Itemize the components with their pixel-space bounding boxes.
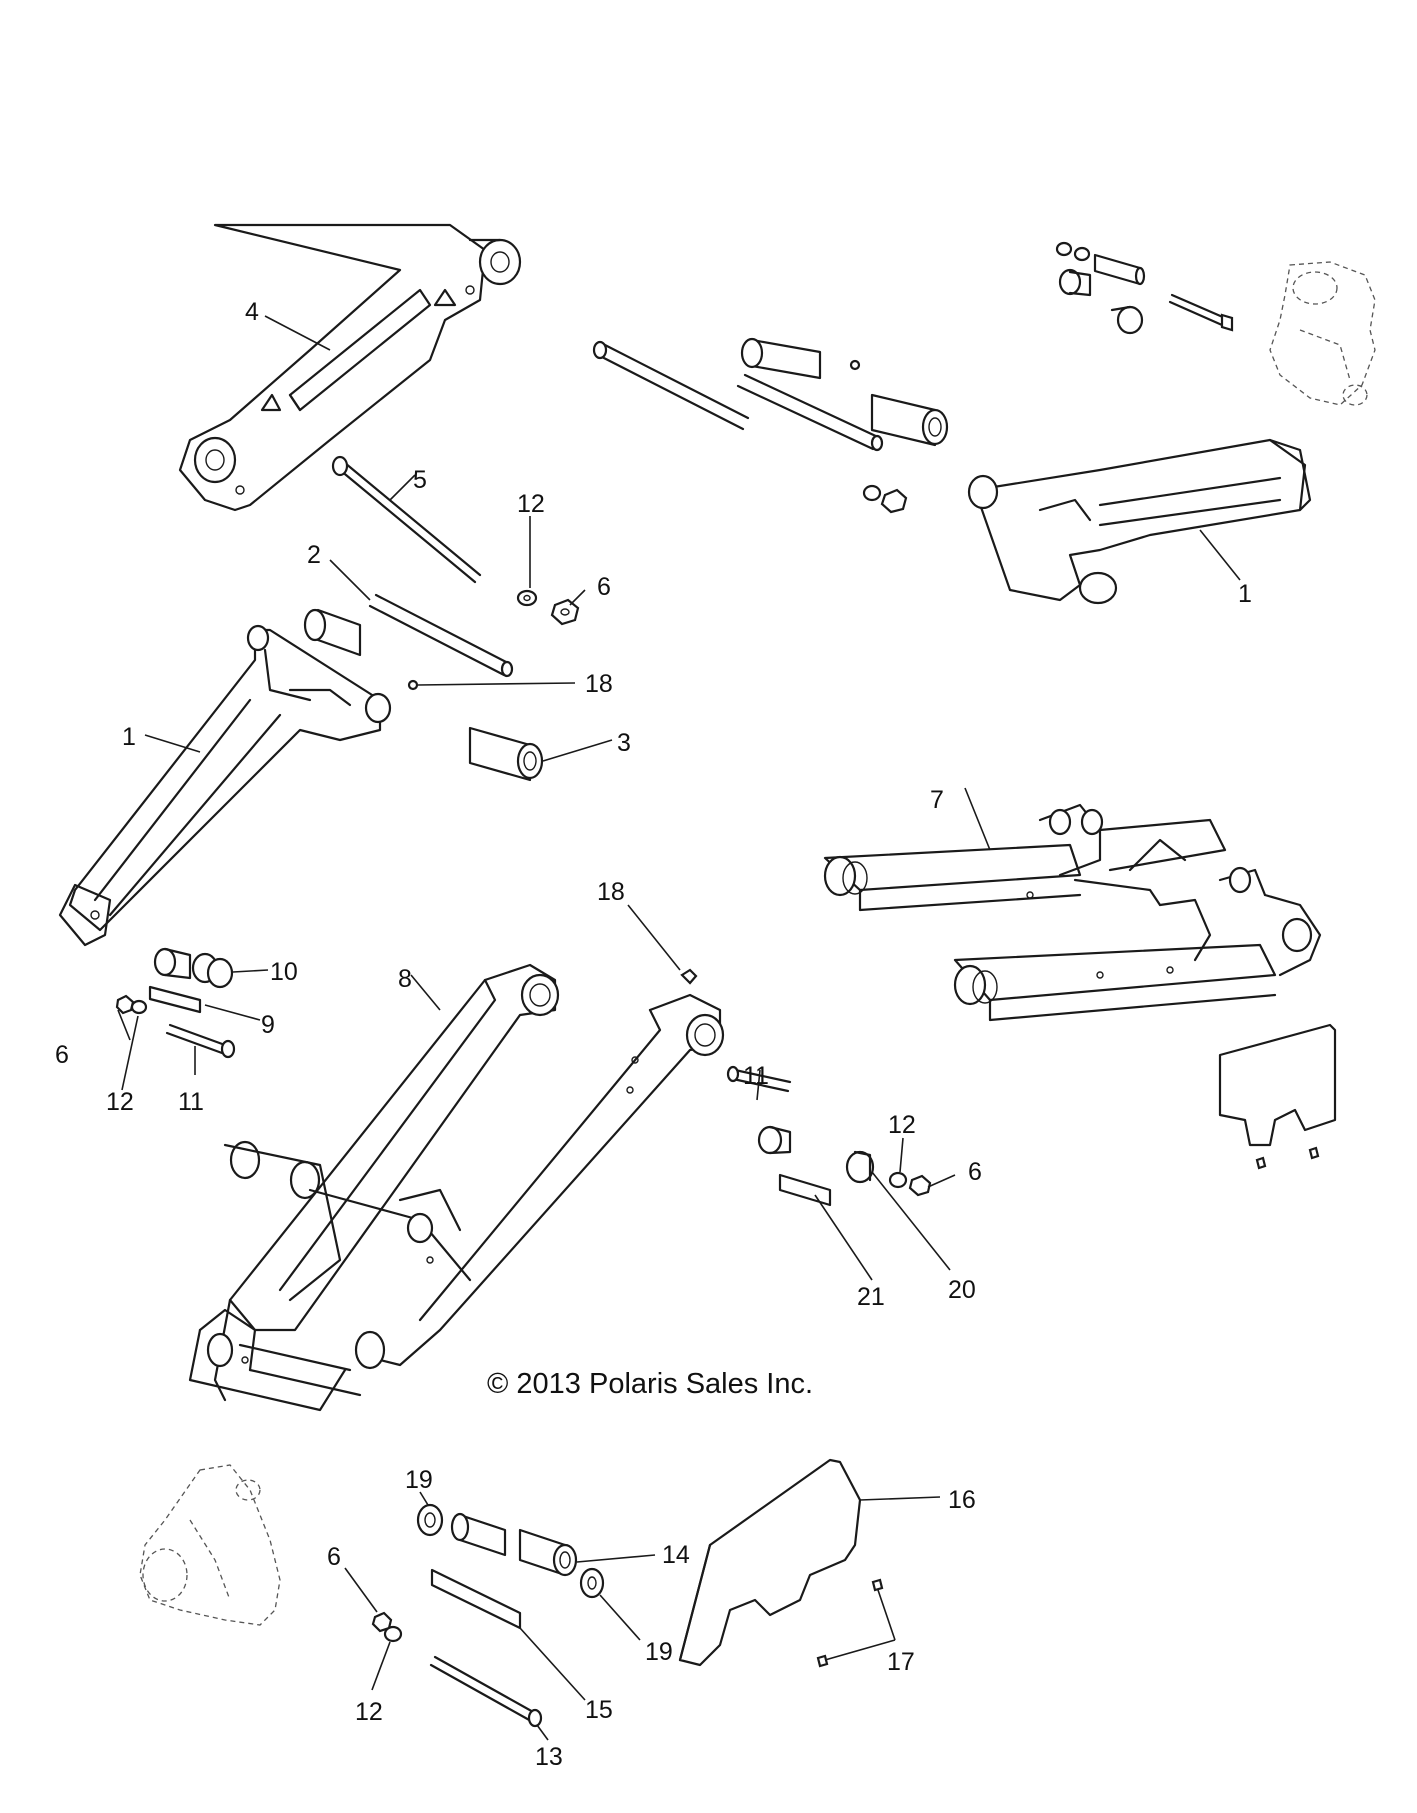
bushing-flanged-right	[757, 1125, 792, 1155]
part-12-washer-bottom	[383, 1625, 403, 1643]
part-15-pin	[430, 1568, 522, 1630]
callout-19a: 19	[405, 1466, 433, 1494]
copyright-text: © 2013 Polaris Sales Inc.	[487, 1368, 813, 1400]
part-20-bushing	[845, 1150, 875, 1184]
callout-12d: 12	[355, 1698, 383, 1726]
callout-4: 4	[245, 298, 259, 326]
knuckle-bottom-left	[139, 1464, 281, 1626]
bushing-bottom-a	[450, 1512, 507, 1557]
knuckle-top-right	[1269, 261, 1376, 406]
callout-6d: 6	[327, 1543, 341, 1571]
part-4-bracket-plate	[178, 223, 522, 512]
part-6-nut-right	[908, 1174, 932, 1197]
part-14-bushing	[518, 1528, 578, 1577]
part-13-bolt	[429, 1655, 543, 1728]
callout-20: 20	[948, 1276, 976, 1304]
bushing-flanged-left	[153, 947, 192, 980]
grease-fitting-18-top	[407, 679, 419, 691]
part-5-bolt	[331, 455, 482, 584]
part-12-washer-left	[130, 999, 148, 1015]
part-1-arm-left	[58, 624, 392, 947]
grease-fitting-18-mid	[680, 968, 698, 985]
washer-12-top	[516, 589, 538, 607]
callout-5: 5	[413, 466, 427, 494]
callout-6b: 6	[55, 1041, 69, 1069]
callout-16: 16	[948, 1486, 976, 1514]
callout-9: 9	[261, 1011, 275, 1039]
callout-12a: 12	[517, 490, 545, 518]
callout-19b: 19	[645, 1638, 673, 1666]
part-2-shaft	[368, 593, 514, 678]
part-7-swing-arm	[823, 803, 1322, 1022]
callout-13: 13	[535, 1743, 563, 1771]
part-1-arm-right	[967, 438, 1312, 605]
callout-15: 15	[585, 1696, 613, 1724]
callout-18a: 18	[585, 670, 613, 698]
part-16-shield-plate	[678, 1458, 862, 1667]
callout-1a: 1	[122, 723, 136, 751]
callout-8: 8	[398, 965, 412, 993]
callout-2: 2	[307, 541, 321, 569]
callout-3: 3	[617, 729, 631, 757]
part-bolt-top-center	[592, 340, 750, 431]
part-bushing-top-center-b	[870, 393, 949, 447]
part-11-bolt-right	[726, 1065, 792, 1093]
callout-17: 17	[887, 1648, 915, 1676]
part-shaft-top-center	[736, 373, 884, 452]
part-6-nut-left	[115, 994, 135, 1015]
shield-plate-right	[1218, 1023, 1337, 1170]
callout-21: 21	[857, 1283, 885, 1311]
callout-12c: 12	[888, 1111, 916, 1139]
callout-6c: 6	[968, 1158, 982, 1186]
part-12-washer-right	[888, 1171, 908, 1189]
part-19-washer-upper	[416, 1503, 444, 1537]
hardware-top-right	[1055, 241, 1234, 335]
callout-1b: 1	[1238, 580, 1252, 608]
callout-7: 7	[930, 786, 944, 814]
part-bushing-top-center-a	[740, 337, 822, 380]
callout-10: 10	[270, 958, 298, 986]
callout-11b: 11	[743, 1062, 769, 1090]
washer-nut-top-center	[862, 484, 908, 514]
part-10-bushing	[191, 952, 234, 989]
part-21-pin	[778, 1173, 832, 1207]
callout-12b: 12	[106, 1088, 134, 1116]
fitting-top-center	[849, 359, 861, 371]
part-9-pin	[148, 985, 202, 1014]
callout-6a: 6	[597, 573, 611, 601]
part-3-bushing	[303, 608, 544, 782]
callout-11a: 11	[178, 1088, 204, 1116]
callout-14: 14	[662, 1541, 690, 1569]
part-17-screws	[816, 1578, 884, 1668]
part-19-washer-lower	[579, 1567, 605, 1599]
leader-lines	[117, 315, 1241, 1741]
part-8-swing-arm	[188, 963, 725, 1412]
callout-18b: 18	[597, 878, 625, 906]
part-11-bolt-left	[165, 1023, 236, 1059]
nut-6-top	[550, 598, 580, 626]
